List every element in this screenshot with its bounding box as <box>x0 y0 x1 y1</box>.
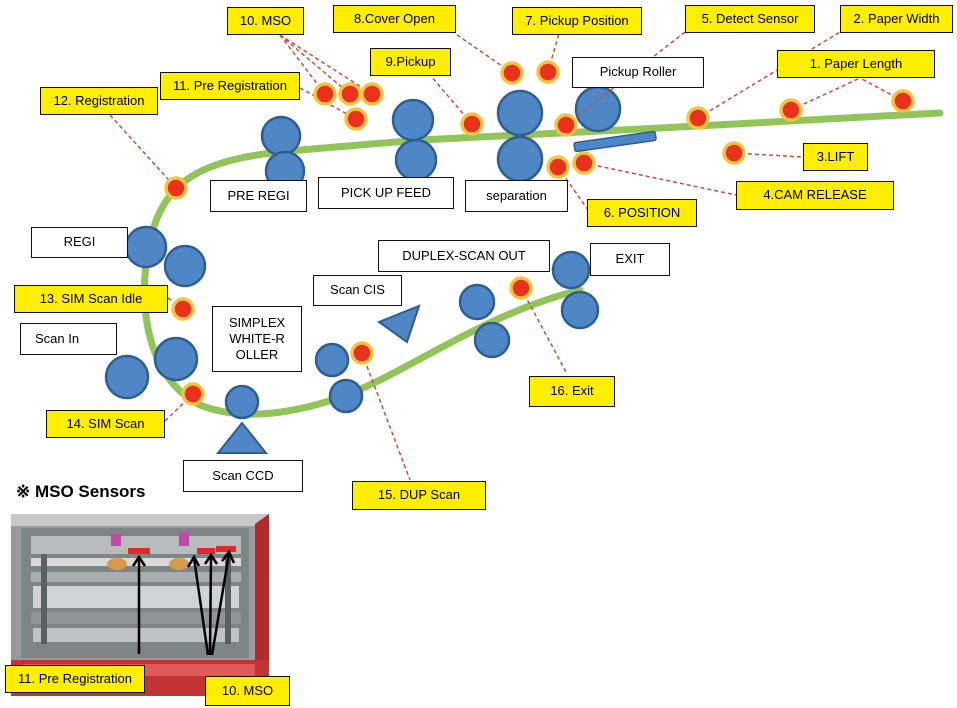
roller-regi-upper <box>124 225 168 269</box>
roller-scan-in-upper <box>153 336 199 382</box>
sensor-10-mso-a <box>313 82 337 106</box>
label-duplex-scan-out: DUPLEX-SCAN OUT <box>378 240 550 272</box>
label-sensor-9: 9.Pickup <box>370 48 451 76</box>
label-scan-cis: Scan CIS <box>313 275 402 306</box>
label-mso-pre-registration: 11. Pre Registration <box>5 665 145 693</box>
label-sensor-7: 7. Pickup Position <box>512 7 642 35</box>
sensor-10-mso-b <box>338 82 362 106</box>
label-mso-10: 10. MSO <box>205 676 290 706</box>
label-sensor-16: 16. Exit <box>529 376 615 407</box>
sensor-9-pickup <box>460 112 484 136</box>
label-pre-regi: PRE REGI <box>210 180 307 212</box>
label-sensor-1: 1. Paper Length <box>777 50 935 78</box>
roller-pickup-feed-lower <box>394 138 438 182</box>
sensor-1-paper-length <box>891 89 915 113</box>
separation-pad <box>573 130 657 153</box>
sensor-4-cam-release <box>572 151 596 175</box>
roller-dup-upper <box>314 342 350 378</box>
sensor-15-dup-scan <box>350 341 374 365</box>
mso-sensors-heading: ※ MSO Sensors <box>16 482 146 501</box>
label-sensor-5: 5. Detect Sensor <box>685 5 815 33</box>
label-sensor-4: 4.CAM RELEASE <box>736 181 894 210</box>
sensor-5-detect <box>554 113 578 137</box>
label-sensor-15: 15. DUP Scan <box>352 481 486 510</box>
sensor-14-sim-scan <box>181 382 205 406</box>
roller-duplex-out-upper <box>458 283 496 321</box>
label-simplex-white-roller: SIMPLEX WHITE-R OLLER <box>212 306 302 372</box>
label-sensor-2: 2. Paper Width <box>840 5 953 33</box>
label-scan-in: Scan In <box>20 323 117 355</box>
leader-11 <box>299 87 357 120</box>
leader-10a <box>279 34 326 95</box>
leader-8 <box>449 29 513 74</box>
sensor-10-mso-c <box>360 82 384 106</box>
label-sensor-11: 11. Pre Registration <box>160 72 300 100</box>
sensor-12-registration <box>164 176 188 200</box>
label-sensor-14: 14. SIM Scan <box>46 410 165 438</box>
sensor-13-sim-scan-idle <box>171 297 195 321</box>
leader-4 <box>583 162 737 196</box>
mso-sensors-photo <box>11 514 269 696</box>
roller-separation <box>496 135 544 183</box>
sensor-1b-paper-length <box>779 98 803 122</box>
roller-regi-lower <box>163 244 207 288</box>
label-sensor-3: 3.LIFT <box>803 143 868 171</box>
roller-pickup <box>574 85 622 133</box>
leader-15 <box>361 352 411 481</box>
sensor-3-lift <box>722 141 746 165</box>
label-pick-up-feed: PICK UP FEED <box>318 177 454 209</box>
leader-10c <box>279 34 373 95</box>
leader-3 <box>733 152 804 158</box>
label-sensor-6: 6. POSITION <box>587 199 697 227</box>
sensor-2-paper-width <box>686 106 710 130</box>
sensor-6-position <box>546 155 570 179</box>
sensor-8-cover-open <box>500 61 524 85</box>
label-sensor-8: 8.Cover Open <box>333 5 456 33</box>
label-regi: REGI <box>31 227 128 258</box>
label-scan-ccd: Scan CCD <box>183 460 303 492</box>
roller-scan-in-lower <box>104 354 150 400</box>
sensor-16-exit <box>509 276 533 300</box>
label-sensor-12: 12. Registration <box>40 87 158 115</box>
label-sensor-13: 13. SIM Scan Idle <box>14 285 168 313</box>
roller-pre-regi-upper <box>260 115 302 157</box>
roller-exit-lower <box>560 290 600 330</box>
leader-10b <box>279 34 351 95</box>
scan-ccd-triangle <box>215 421 269 454</box>
sensor-11-pre-registration <box>344 107 368 131</box>
roller-exit-upper <box>551 250 591 290</box>
label-pickup-roller: Pickup Roller <box>572 57 704 88</box>
leader-1b <box>790 77 861 111</box>
label-exit: EXIT <box>590 243 670 276</box>
roller-simplex-white <box>224 384 260 420</box>
leader-12 <box>109 114 177 189</box>
leader-16 <box>520 287 567 373</box>
label-sensor-10: 10. MSO <box>227 7 304 35</box>
roller-duplex-out-lower <box>473 321 511 359</box>
scan-cis-triangle <box>376 304 421 344</box>
sensor-7-pickup-position <box>536 60 560 84</box>
roller-pickup-feed-upper <box>391 98 435 142</box>
roller-dup-lower <box>328 378 364 414</box>
label-separation: separation <box>465 180 568 212</box>
roller-pickup-upper <box>496 89 544 137</box>
